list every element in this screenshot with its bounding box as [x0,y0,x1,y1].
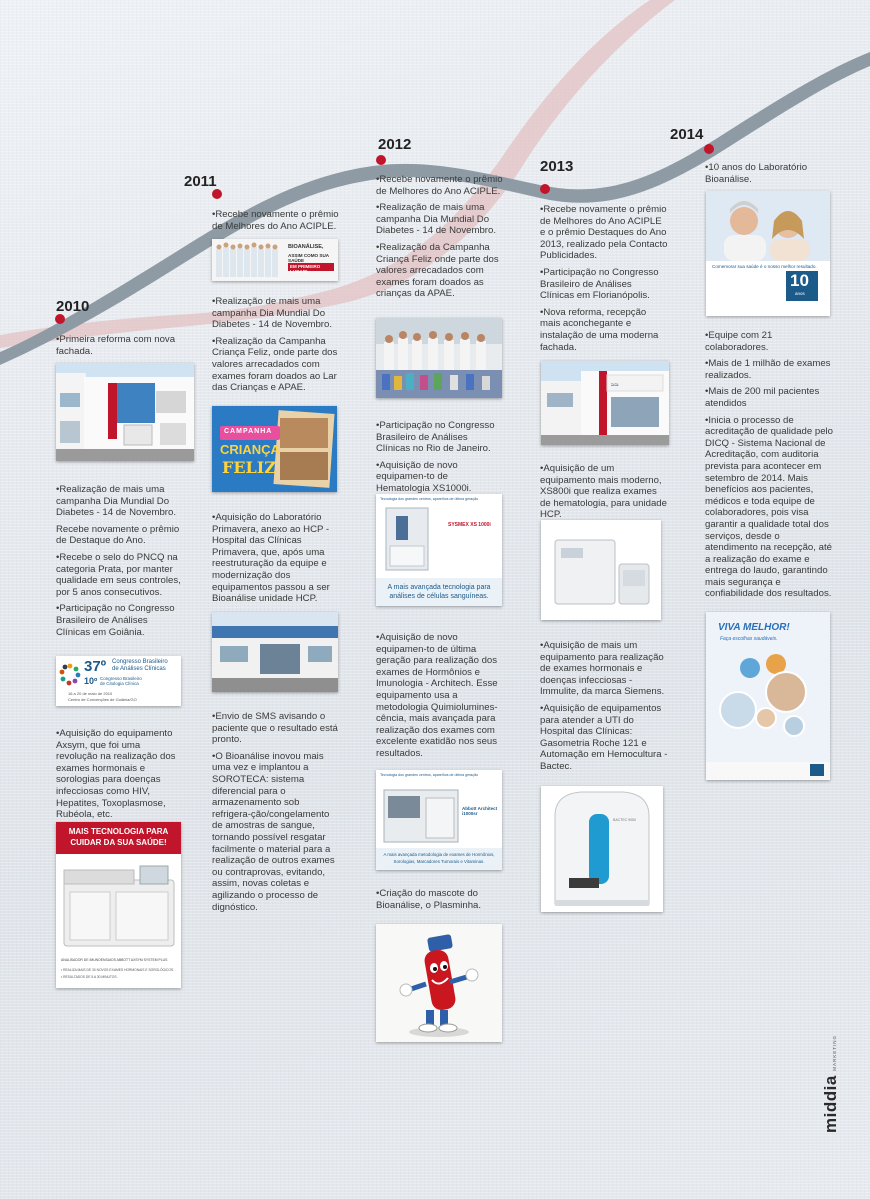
banner-line-2: ASSIM COMO SUA SAÚDE [288,253,329,263]
ten-anos: anos [795,291,805,296]
congresso-date: 16 a 20 de maio de 2010 [68,691,113,696]
sysmex-model: SYSMEX XS 1000i [448,522,491,528]
banner-line-1: BIOANÁLISE, [288,244,324,250]
congresso-line3: Congresso Brasileiro [100,676,142,681]
bioanalise-team-banner: BIOANÁLISE, ASSIM COMO SUA SAÚDE EM PRIM… [212,239,338,281]
year-2014: 2014 [670,126,704,143]
text-2012-c: •Aquisição de novo equipamen-to de últim… [376,632,498,759]
congresso-line1: Congresso Brasileiro [112,659,168,665]
text-2012-a: •Recebe novamente o prêmio de Melhores d… [376,174,503,300]
timeline-dot-2010 [55,314,65,324]
text-2014-a: •10 anos do Laboratório Bioanálise. [705,162,808,185]
year-2011: 2011 [184,173,217,190]
svg-text:≈≈: ≈≈ [611,382,619,389]
congresso-place: Centro de Convenções de Goiânia/GO [68,697,137,702]
text-2011-a: •Recebe novamente o prêmio de Melhores d… [212,209,339,232]
timeline-dot-2014 [704,144,714,154]
axsym-bullet-1: • REALIZA MAIS DE 30 NOVOS EXAMES HORMON… [61,968,175,972]
text-2010-b: •Realização de mais uma campanha Dia Mun… [56,484,181,638]
architect-model: Abbott Architect i1000sr [462,806,498,816]
axsym-title-2: CUIDAR DA SUA SAÚDE! [70,838,167,847]
campanha-label: CAMPANHA [224,428,273,435]
axsym-bullet-2: • RESULTADOS DE 5 A 30 MINUTOS. [61,975,118,979]
text-2011-d: •Envio de SMS avisando o paciente que o … [212,711,338,913]
photo-bactec: BACTEC 9050 [541,786,663,912]
photo-xs800i [541,520,661,620]
text-2010-c: •Aquisição do equipamento Axsym, que foi… [56,728,176,821]
architect-ad: Tecnologia dos grandes centros, aparelho… [376,770,502,870]
congresso-line2: de Análises Clínicas [112,666,166,672]
timeline-dot-2013 [540,184,550,194]
brand-sub: MARKETING [832,1034,838,1071]
plasminha-mascot [376,924,502,1042]
sysmex-foot-2: análises de células sanguíneas. [389,593,489,600]
sysmex-machine [376,507,502,606]
text-2011-c: •Aquisição do Laboratório Primavera, ane… [212,512,330,605]
photo-new-facade: ≈≈ [541,361,669,445]
text-2011-b: •Realização de mais uma campanha Dia Mun… [212,296,338,394]
brand-name: middia [821,1075,841,1134]
congresso-line4: de Citologia Clínica [100,681,139,686]
year-2010: 2010 [56,298,90,315]
text-2013-b: •Aquisição de um equipamento mais modern… [540,463,667,521]
photo-building-2010 [56,363,194,461]
middia-logo: middia MARKETING [812,1035,842,1140]
bactec-label: BACTEC 9050 [613,818,636,822]
viva-sub: Faça escolhas saudáveis. [720,636,778,642]
crianca-label: CRIANÇA [220,442,280,457]
timeline-dot-2012 [376,155,386,165]
sysmex-ad: Tecnologia dos grandes centros, aparelho… [376,494,502,606]
ten-number: 10 [790,271,809,290]
axsym-title-1: MAIS TECNOLOGIA PARA [68,827,169,836]
year-2012: 2012 [378,136,412,153]
architect-head: Tecnologia dos grandes centros, aparelho… [380,773,479,777]
year-2013: 2013 [540,158,574,175]
axsym-ad: MAIS TECNOLOGIA PARA CUIDAR DA SUA SAÚDE… [56,822,181,988]
congresso-banner: 37º Congresso Brasileiro de Análises Clí… [56,656,181,706]
axsym-machine [63,865,175,947]
architect-foot-2: Sorologias, Marcadores Tumorais e Vitami… [393,859,485,864]
timeline-dot-2011 [212,189,222,199]
photo-hcp-unit [212,612,338,692]
architect-foot-1: A mais avançada metodologia de exames de… [383,852,495,857]
text-2010-a: •Primeira reforma com nova fachada. [56,334,176,357]
text-2014-b: •Equipe com 21 colaboradores. •Mais de 1… [705,330,834,600]
architect-machine [376,789,502,870]
viva-melhor-ad: VIVA MELHOR! Faça escolhas saudáveis. [706,612,830,780]
ten-years-ad: Comemorar sua saúde é o nosso melhor res… [706,191,830,316]
photo-apae-donation [376,318,502,398]
pink-wave [0,0,675,348]
axsym-header [56,822,181,854]
sysmex-head: Tecnologia dos grandes centros, aparelho… [380,497,479,501]
text-2013-c: •Aquisição de mais um equipamento para r… [540,640,668,772]
text-2013-a: •Recebe novamente o prêmio de Melhores d… [540,204,668,353]
text-2012-d: •Criação do mascote do Bioanálise, o Pla… [376,888,482,911]
crianca-feliz-ad: CAMPANHA CRIANÇA FELIZ [212,406,337,492]
ten-slogan: Comemorar sua saúde é o nosso melhor res… [712,264,817,269]
text-2012-b: •Participação no Congresso Brasileiro de… [376,420,495,494]
viva-title: VIVA MELHOR! [718,622,790,633]
congresso-num: 37º [84,658,107,675]
congresso-num2: 10º [84,676,98,686]
axsym-sub: ANALISADOR DE IMUNOENSAIOS ABBOTT AXSYM … [61,958,168,962]
feliz-label: FELIZ [222,458,276,477]
sysmex-foot-1: A mais avançada tecnologia para [387,584,491,591]
banner-line-3: EM PRIMEIRO LUGAR! [290,264,321,274]
